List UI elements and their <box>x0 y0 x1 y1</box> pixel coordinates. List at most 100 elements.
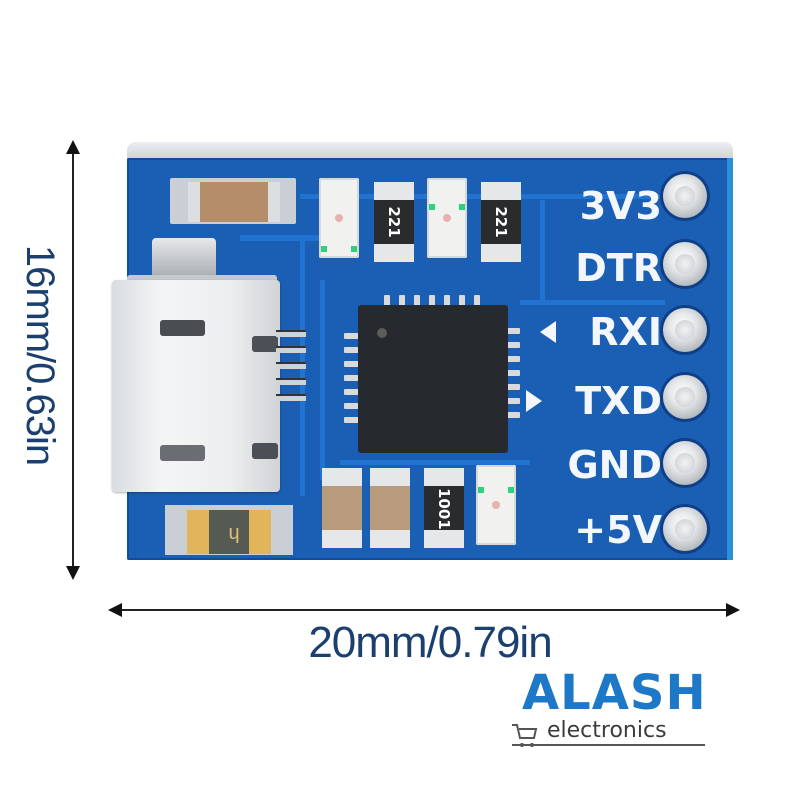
width-dimension-line <box>118 609 730 611</box>
ic-pin <box>459 295 465 309</box>
height-dimension-line <box>72 150 74 570</box>
usb-pin <box>276 346 306 353</box>
polyfuse <box>187 510 271 554</box>
usb-pin <box>276 378 306 385</box>
usb-notch <box>252 336 278 352</box>
usb-notch <box>252 443 278 459</box>
usb-pin <box>276 394 306 401</box>
pin-label-5v: +5V <box>574 508 662 552</box>
input-arrow-icon <box>540 321 556 343</box>
resistor-terminal <box>374 182 414 200</box>
usb-pin <box>276 362 306 369</box>
resistor-marking: 221 <box>385 206 403 238</box>
led-indicator <box>427 178 467 258</box>
header-hole-gnd <box>663 441 707 485</box>
trace <box>520 300 665 305</box>
trace <box>240 235 330 241</box>
resistor-terminal <box>374 244 414 262</box>
led-polarity-mark <box>321 246 327 252</box>
ic-pin <box>506 370 520 376</box>
trace <box>340 460 530 465</box>
resistor: 221 <box>374 182 414 262</box>
usb-pin <box>276 330 306 337</box>
pin-label-dtr: DTR <box>575 246 662 290</box>
ic-pin <box>506 398 520 404</box>
brand-underline <box>512 744 705 746</box>
resistor-marking: 221 <box>492 206 510 238</box>
hole-plating <box>675 387 695 407</box>
led-die <box>492 501 500 509</box>
arrow-right-icon <box>726 603 740 617</box>
capacitor-terminal <box>370 468 410 486</box>
brand-logo: ALASH <box>522 665 707 721</box>
header-hole-dtr <box>663 242 707 286</box>
capacitor-terminal <box>322 530 362 548</box>
ic-pin <box>444 295 450 309</box>
pin-label-rxi: RXI <box>589 310 662 354</box>
ic-pin <box>506 342 520 348</box>
pin-label-3v3: 3V3 <box>579 184 662 228</box>
header-hole-5v <box>663 507 707 551</box>
led-polarity-mark <box>429 204 435 210</box>
width-dimension-label: 20mm/0.79in <box>308 618 552 667</box>
ic-pin <box>344 347 360 353</box>
capacitor <box>370 468 410 548</box>
ic-pin <box>506 384 520 390</box>
capacitor <box>322 468 362 548</box>
ic-pin <box>506 328 520 334</box>
led-indicator <box>476 465 516 545</box>
resistor-terminal <box>424 530 464 548</box>
resistor: 221 <box>481 182 521 262</box>
trace <box>320 280 325 480</box>
resistor-terminal <box>481 182 521 200</box>
arrow-down-icon <box>66 566 80 580</box>
led-indicator <box>319 178 359 258</box>
usb-mount-slot <box>160 445 205 461</box>
header-hole-txd <box>663 375 707 419</box>
led-polarity-mark <box>478 487 484 493</box>
ic-pin <box>344 333 360 339</box>
arrow-up-icon <box>66 140 80 154</box>
led-polarity-mark <box>351 246 357 252</box>
ic-pin <box>344 403 360 409</box>
resistor: 1001 <box>424 468 464 548</box>
ic-pin <box>344 375 360 381</box>
ic-pin <box>344 389 360 395</box>
height-dimension-label: 16mm/0.63in <box>18 244 62 466</box>
resistor-marking: 1001 <box>435 488 453 530</box>
resistor-terminal <box>424 468 464 486</box>
led-die <box>335 214 343 222</box>
fuse-marking: h <box>228 523 240 545</box>
pin-label-txd: TXD <box>575 379 662 423</box>
hole-plating <box>675 453 695 473</box>
hole-plating <box>675 519 695 539</box>
arrow-left-icon <box>108 603 122 617</box>
led-polarity-mark <box>508 487 514 493</box>
output-arrow-icon <box>526 390 542 412</box>
usb-mount-slot <box>160 320 205 336</box>
ic-pin <box>344 361 360 367</box>
hole-plating <box>675 320 695 340</box>
ic-pin <box>474 295 480 309</box>
ic-pin <box>506 356 520 362</box>
led-polarity-mark <box>459 204 465 210</box>
usb-shield-tab <box>152 238 216 278</box>
ic-pin <box>506 412 520 418</box>
pin-label-gnd: GND <box>567 443 662 487</box>
hole-plating <box>675 186 695 206</box>
capacitor-terminal <box>322 468 362 486</box>
ic-pin <box>344 417 360 423</box>
hole-plating <box>675 254 695 274</box>
ic-pin <box>414 295 420 309</box>
header-hole-3v3 <box>663 174 707 218</box>
pcb-right-edge <box>727 158 733 560</box>
ic-pin <box>429 295 435 309</box>
led-die <box>443 214 451 222</box>
ic-pin <box>399 295 405 309</box>
header-hole-rxi <box>663 308 707 352</box>
capacitor-terminal <box>370 530 410 548</box>
capacitor-large <box>188 182 280 222</box>
pcb-top-edge <box>127 142 733 162</box>
ic-pin <box>384 295 390 309</box>
ic-pin1-marker <box>377 328 387 338</box>
